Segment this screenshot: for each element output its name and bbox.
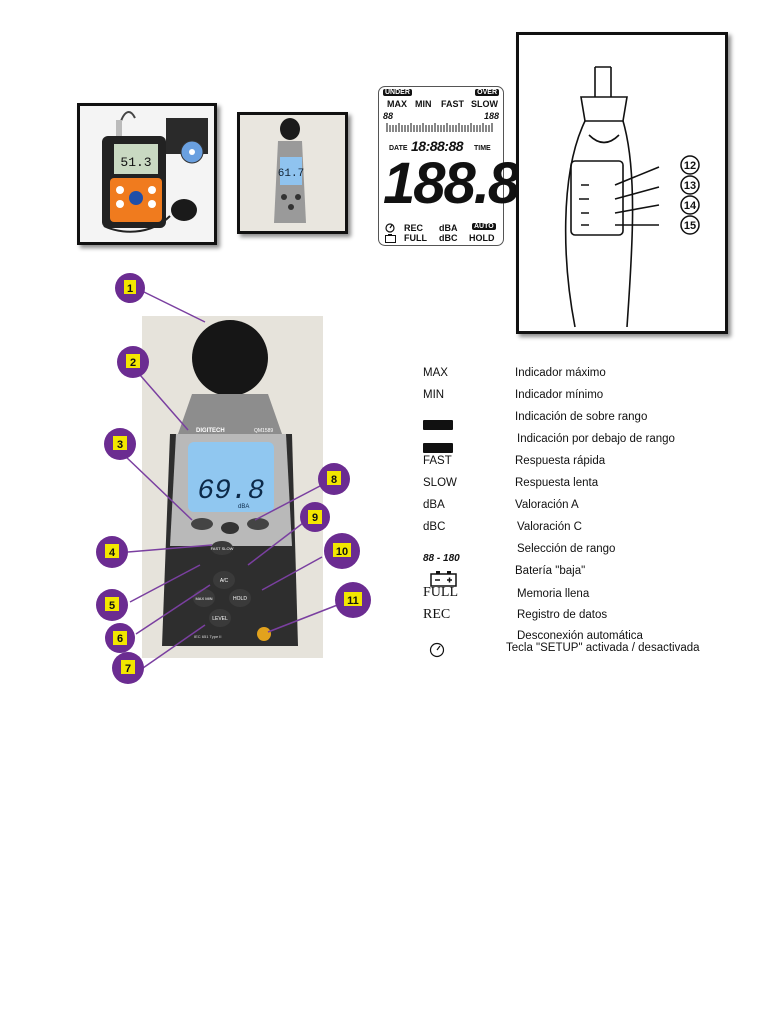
- lcd-clock: 18:88:88: [411, 138, 464, 154]
- hold-key: HOLD: [233, 596, 247, 602]
- max-min-key: MAX MIN: [195, 596, 212, 601]
- lcd-auto: AUTO: [472, 223, 496, 230]
- side-callout-badges: 12 13 14 15: [680, 155, 700, 235]
- legend-desc-over: Indicación de sobre rango: [515, 411, 648, 423]
- callout-11: 11: [347, 595, 359, 607]
- lcd-date: DATE: [389, 145, 408, 152]
- main-meter-photo: DIGITECH QM1589 69.8 dBA FAST SLOW A/C M…: [142, 316, 323, 658]
- legend-key-slow: SLOW: [423, 477, 457, 489]
- legend-desc-min: Indicador mínimo: [515, 389, 604, 401]
- lcd-main-digits: 188.8: [383, 151, 520, 216]
- lcd-dba: dBA: [439, 223, 458, 233]
- meter-front-illustration: 61.7: [274, 118, 306, 223]
- side-badge-14: [680, 195, 700, 215]
- callout-1: 1: [127, 283, 133, 295]
- legend-desc-auto-off: Desconexión automática: [517, 630, 643, 642]
- lcd-bar-right: 188: [483, 111, 499, 121]
- callout-10: 10: [336, 546, 348, 558]
- lcd-min: MIN: [415, 99, 432, 109]
- legend-timer-icon: [429, 642, 445, 658]
- legend-key-fast: FAST: [423, 455, 452, 467]
- level-key: LEVEL: [212, 616, 228, 622]
- callout-5: 5: [109, 600, 115, 612]
- meter-side-outline: [564, 66, 660, 328]
- lcd-dbc: dBC: [439, 233, 458, 243]
- main-meter-unit: dBA: [238, 504, 249, 510]
- legend-key-dba: dBA: [423, 499, 445, 511]
- callout-3: 3: [117, 439, 123, 451]
- kit-meter-reading: 51.3: [120, 155, 151, 170]
- lcd-slow: SLOW: [471, 99, 498, 109]
- photo-meter-front: 61.7: [237, 112, 348, 234]
- legend-desc-under: Indicación por debajo de rango: [517, 433, 675, 445]
- legend-desc-dbc: Valoración C: [517, 521, 582, 533]
- legend-desc-range: Selección de rango: [517, 543, 616, 555]
- legend-key-min: MIN: [423, 389, 445, 401]
- lcd-under: UNDER: [383, 89, 412, 96]
- legend-desc-dba: Valoración A: [515, 499, 579, 511]
- lcd-timer-icon: [385, 223, 395, 233]
- meter-kit-illustration: 51.3: [102, 111, 208, 233]
- callout-9: 9: [312, 512, 318, 524]
- side-badge-13: [680, 175, 700, 195]
- lcd-full: FULL: [404, 233, 427, 243]
- legend-desc-setup: Tecla "SETUP" activada / desactivada: [506, 642, 700, 654]
- fast-slow-key: FAST SLOW: [211, 546, 234, 551]
- main-meter-reading: 69.8: [197, 476, 264, 507]
- legend-key-dbc: dBC: [423, 521, 446, 533]
- lcd-bar-left: 88: [383, 111, 394, 121]
- legend-key-max: MAX: [423, 367, 448, 379]
- side-badge-14-label: 14: [684, 200, 697, 212]
- lcd-rec: REC: [404, 223, 424, 233]
- legend-key-over-icon: [423, 420, 453, 433]
- photo-meter-kit: 51.3: [77, 103, 217, 245]
- side-badge-13-label: 13: [684, 180, 696, 192]
- side-badge-12-label: 12: [684, 160, 696, 172]
- legend-key-range: 88 - 180: [423, 553, 460, 564]
- lcd-time: TIME: [474, 145, 491, 152]
- legend-desc-slow: Respuesta lenta: [515, 477, 599, 489]
- lcd-max: MAX: [387, 99, 407, 109]
- callout-6: 6: [117, 633, 123, 645]
- legend-key-rec: REC: [423, 607, 451, 622]
- lcd-segment-panel: UNDER OVER MAX MIN FAST SLOW 88 188 DATE…: [378, 86, 520, 246]
- callout-8: 8: [331, 474, 337, 486]
- legend-desc-rec: Registro de datos: [517, 609, 608, 621]
- lcd-hold: HOLD: [469, 233, 495, 243]
- callout-4: 4: [109, 547, 116, 559]
- side-badge-12: [680, 155, 700, 175]
- legend-desc-max: Indicador máximo: [515, 367, 606, 379]
- lcd-battery-icon: [385, 234, 396, 243]
- legend-key-under-icon: [423, 443, 453, 456]
- brand-label: DIGITECH: [196, 428, 225, 434]
- legend-key-full: FULL: [423, 585, 458, 600]
- lcd-fast: FAST: [441, 99, 465, 109]
- legend-desc-full: Memoria llena: [517, 588, 590, 600]
- standard-label: IEC 651 Type II: [194, 634, 222, 639]
- side-badge-15-label: 15: [684, 220, 696, 232]
- callout-2: 2: [130, 357, 136, 369]
- legend-battery-icon: [430, 571, 457, 587]
- lcd-over: OVER: [475, 89, 499, 96]
- legend-desc-battery: Batería "baja": [515, 565, 586, 577]
- legend-desc-fast: Respuesta rápida: [515, 455, 606, 467]
- model-label: QM1589: [254, 428, 273, 434]
- main-meter-illustration: DIGITECH QM1589 69.8 dBA FAST SLOW A/C M…: [162, 320, 298, 646]
- ac-key: A/C: [220, 578, 229, 584]
- side-view-drawing: 12 13 14 15: [516, 32, 728, 334]
- callout-7: 7: [125, 663, 131, 675]
- lcd-bargraph: [386, 123, 493, 132]
- side-badge-15: [680, 215, 700, 235]
- front-meter-reading: 61.7: [278, 168, 304, 180]
